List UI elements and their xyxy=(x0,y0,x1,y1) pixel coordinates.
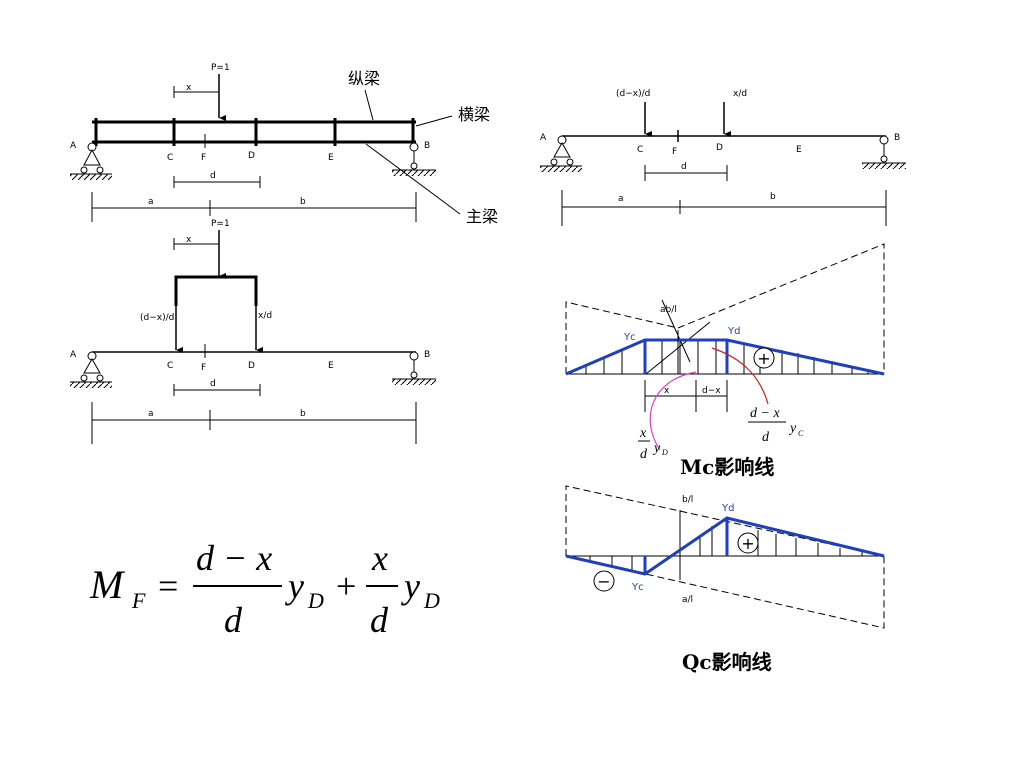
qc-caption: Qc影响线 xyxy=(682,650,772,674)
dim-b-label-3: b xyxy=(770,192,776,202)
figure-stringer-system: P=1 x A B C F D E d xyxy=(70,63,498,226)
left-reaction-label: (d−x)/d xyxy=(140,313,174,323)
node-c-label: C xyxy=(167,153,173,163)
dim-d-label-3: d xyxy=(681,162,687,172)
dim-a-label-2: a xyxy=(148,409,154,419)
dim-b-label-2: b xyxy=(300,409,306,419)
mc-term-left-y: y xyxy=(652,441,661,456)
formula-lhs: M xyxy=(89,562,126,607)
support-b-label-3: B xyxy=(894,133,900,143)
node-f-label-3: F xyxy=(672,147,677,157)
mc-term-left-num: x xyxy=(639,426,647,441)
label-stringer: 纵梁 xyxy=(348,69,380,88)
formula-num2: x xyxy=(371,538,388,578)
x-label: x xyxy=(186,83,192,93)
dim-b-label: b xyxy=(300,197,306,207)
support-b-label: B xyxy=(424,141,430,151)
node-c-label-2: C xyxy=(167,361,173,371)
pin-support-a-2 xyxy=(70,351,112,388)
dim-d-label-2: d xyxy=(210,379,216,389)
support-a-label-3: A xyxy=(540,133,547,143)
qc-top-label: b/l xyxy=(682,495,693,505)
formula-y2: y xyxy=(401,566,420,606)
load-label-2: P=1 xyxy=(211,219,230,229)
support-a-label: A xyxy=(70,141,77,151)
node-d-label: D xyxy=(248,151,255,161)
formula-y2-sub: D xyxy=(423,588,440,613)
mc-peak-label: ab/l xyxy=(660,305,677,315)
formula-plus: + xyxy=(336,566,356,606)
mc-term-left-sub: D xyxy=(661,448,668,457)
figure-load-transfer: P=1 x (d−x)/d x/d A B C F xyxy=(70,219,436,444)
formula-y1-sub: D xyxy=(307,588,324,613)
mc-dim-dx: d−x xyxy=(702,386,721,396)
mc-term-right-den: d xyxy=(762,430,770,445)
right-load-label: x/d xyxy=(733,89,747,99)
qc-plus-sign: + xyxy=(741,534,754,553)
formula-num1: d − x xyxy=(196,538,272,578)
pin-support-a-3 xyxy=(540,135,582,172)
support-b-label-2: B xyxy=(424,350,430,360)
qc-minus-sign: − xyxy=(597,572,610,591)
load-label: P=1 xyxy=(211,63,230,73)
mc-plus-sign: + xyxy=(757,349,770,368)
roller-support-b-2 xyxy=(392,351,436,385)
formula-y1: y xyxy=(285,566,304,606)
left-load-label: (d−x)/d xyxy=(616,89,650,99)
dim-d-label: d xyxy=(210,171,216,181)
qc-influence-line: b/l a/l Yd Yc + − Qc影响线 xyxy=(565,485,885,674)
mc-caption: Mc影响线 xyxy=(680,455,774,479)
node-e-label-2: E xyxy=(328,361,334,371)
pin-support-a xyxy=(70,142,112,180)
node-e-label: E xyxy=(328,153,334,163)
formula-eq: = xyxy=(158,566,178,606)
formula-lhs-sub: F xyxy=(131,588,146,613)
roller-support-b xyxy=(392,142,436,176)
dim-a-label-3: a xyxy=(618,194,624,204)
mc-term-right-num: d − x xyxy=(750,406,780,421)
node-d-label-2: D xyxy=(248,361,255,371)
node-f-label-2: F xyxy=(201,363,206,373)
label-crossbeam: 横梁 xyxy=(458,105,490,124)
mc-yc-label: Yc xyxy=(623,332,636,343)
label-main-girder: 主梁 xyxy=(466,207,498,226)
moment-formula: M F = d − x d y D + x d y D xyxy=(89,538,440,640)
node-c-label-3: C xyxy=(637,145,643,155)
right-reaction-label: x/d xyxy=(258,311,272,321)
mc-term-right-y: y xyxy=(788,421,797,436)
roller-support-b-3 xyxy=(862,135,906,169)
qc-yc-label: Yc xyxy=(631,582,644,593)
formula-den1: d xyxy=(224,600,243,640)
node-f-label: F xyxy=(201,153,206,163)
node-d-label-3: D xyxy=(716,143,723,153)
qc-yd-label: Yd xyxy=(721,503,734,514)
qc-bottom-label: a/l xyxy=(682,595,693,605)
support-a-label-2: A xyxy=(70,350,77,360)
mc-yd-label: Yd xyxy=(727,326,740,337)
formula-den2: d xyxy=(370,600,389,640)
mc-influence-line: ab/l Yc Yd + x d−x x d y D d − x d y C M… xyxy=(565,243,885,479)
node-e-label-3: E xyxy=(796,145,802,155)
mc-term-left-den: d xyxy=(640,447,648,462)
x-label-2: x xyxy=(186,235,192,245)
mc-term-right-sub: C xyxy=(798,429,804,438)
figure-equivalent-loads: (d−x)/d x/d A B C F D E d xyxy=(540,89,906,226)
mc-dim-x: x xyxy=(664,386,670,396)
dim-a-label: a xyxy=(148,197,154,207)
